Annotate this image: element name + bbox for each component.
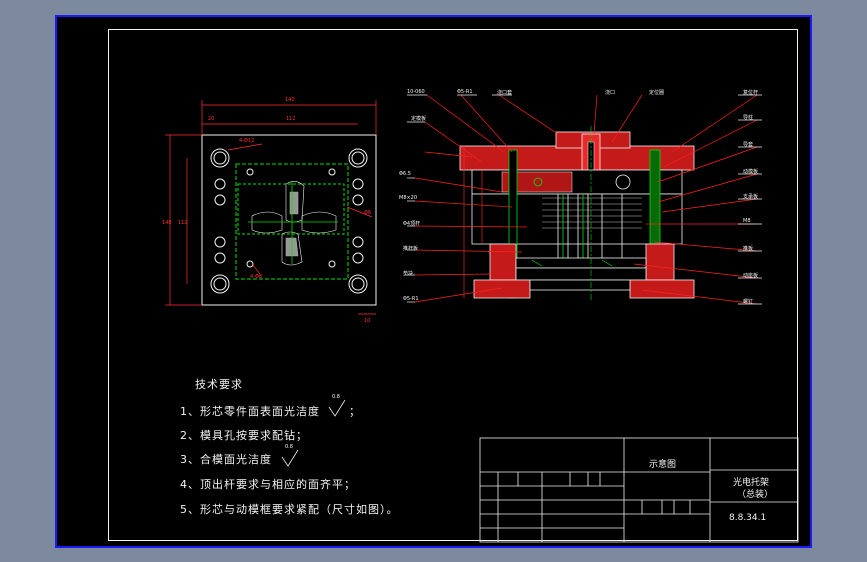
callout-label: 浇口 <box>605 90 616 96</box>
drawing-subtitle: （总装） <box>737 490 774 500</box>
callout-label: Φ4顶杆 <box>403 221 421 227</box>
svg-text:140: 140 <box>162 220 172 226</box>
tech-req-item-5: 5、形芯与动模框要求紧配（尺寸如图）。 <box>180 503 399 516</box>
diagram-label: 示意图 <box>649 460 677 470</box>
callout-label: 动模板 <box>743 169 759 175</box>
roughness-symbol-1 <box>328 399 346 417</box>
drawing-sheet-border <box>108 29 798 541</box>
svg-text:Φ6: Φ6 <box>364 210 371 216</box>
drawing-number: 8.8.34.1 <box>729 513 767 523</box>
callout-label: 螺钉 <box>743 299 754 305</box>
callout-label: Φ6.5 <box>399 171 411 177</box>
callout-label: 定位圈 <box>649 90 665 96</box>
plan-view: 140 112 20 140 112 10 4-Φ12 Φ6 4-Φ8 <box>162 97 377 324</box>
svg-text:4-Φ12: 4-Φ12 <box>239 138 254 144</box>
leader-lines <box>407 94 762 305</box>
section-view <box>459 126 695 302</box>
callout-label: 10-060 <box>407 89 425 95</box>
callout-label: Φ5-R1 <box>403 296 419 302</box>
svg-text:112: 112 <box>286 116 296 122</box>
cad-viewport[interactable]: 140 112 20 140 112 10 4-Φ12 Φ6 4-Φ8 <box>55 15 812 548</box>
callout-label: 浇口套 <box>497 90 513 96</box>
callout-label: 动座板 <box>743 273 759 279</box>
svg-text:4-Φ8: 4-Φ8 <box>250 274 262 280</box>
callout-label: M8 <box>743 218 751 224</box>
drawing-name: 光电托架 <box>733 478 770 488</box>
roughness-colon-1: ； <box>349 405 360 418</box>
callout-label: 导套 <box>743 142 754 148</box>
callout-label: 复位杆 <box>743 90 759 96</box>
tech-req-title: 技术要求 <box>195 378 243 391</box>
roughness-value-1: 0.8 <box>332 394 340 400</box>
callout-label: 定模板 <box>411 116 427 122</box>
svg-text:10: 10 <box>364 318 370 324</box>
roughness-value-3: 0.8 <box>285 444 293 450</box>
title-block-grid <box>479 437 799 543</box>
tech-req-item-1: 1、形芯零件面表面光洁度 <box>180 405 320 418</box>
assembly-drawing: 140 112 20 140 112 10 4-Φ12 Φ6 4-Φ8 <box>162 94 799 543</box>
roughness-symbol-3 <box>281 449 299 467</box>
svg-text:140: 140 <box>285 97 295 103</box>
callout-label: Φ5-R1 <box>457 89 473 95</box>
callout-label: 垫块 <box>403 271 414 277</box>
callout-label: 支承板 <box>743 194 759 200</box>
svg-text:20: 20 <box>208 116 214 122</box>
callout-label: 导柱 <box>743 115 754 121</box>
callout-label: 推杆板 <box>403 246 419 252</box>
svg-text:112: 112 <box>178 220 188 226</box>
tech-req-item-3: 3、合模面光洁度 <box>180 453 272 466</box>
callout-label: 推板 <box>743 246 754 252</box>
tech-req-item-2: 2、模具孔按要求配钻； <box>180 429 308 442</box>
tech-req-item-4: 4、顶出杆要求与相应的面齐平； <box>180 478 356 491</box>
callout-label: M8×20 <box>399 195 418 201</box>
